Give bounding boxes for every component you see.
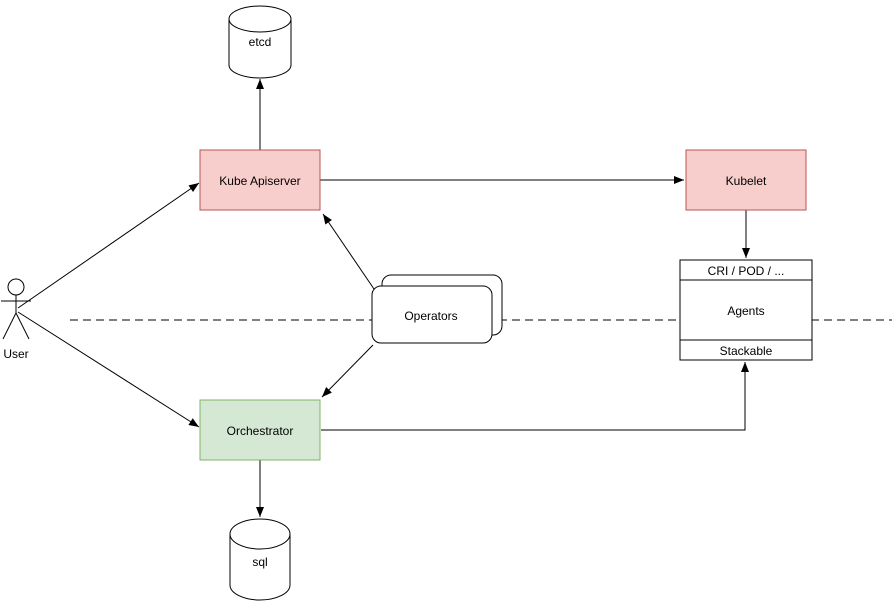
sql-label: sql [252,555,267,569]
sql-database: sql [229,518,291,601]
operators-box-front [371,285,493,344]
orchestrator-node: Orchestrator [199,399,321,461]
user-leg-right [15,312,30,340]
user-head [7,278,25,296]
etcd-database: etcd [228,5,292,79]
etcd-label: etcd [249,35,272,49]
agents-stack-node: CRI / POD / ... Agents Stackable [679,259,813,361]
sql-cylinder-lid [229,533,291,550]
etcd-cylinder-shape [228,5,292,79]
user-label: User [3,347,28,361]
connector-layer [17,79,750,517]
edge-user-to-kube-apiserver [17,182,200,309]
edge-user-to-orchestrator [17,311,200,428]
operators-label: Operators [404,309,457,323]
sql-cylinder-shape [229,518,291,601]
user-actor [1,278,31,340]
agents-stack-body-label: Agents [727,304,764,318]
kube-apiserver-box [199,149,321,211]
kubelet-box [685,149,807,211]
orchestrator-label: Orchestrator [227,424,294,438]
orchestrator-box [199,399,321,461]
agents-stack-header-label: CRI / POD / ... [708,264,785,278]
kubelet-label: Kubelet [726,174,767,188]
kube-apiserver-label: Kube Apiserver [219,174,300,188]
edge-operators-to-kube-apiserver [322,213,375,290]
operators-node: Operators [371,274,503,344]
etcd-cylinder-lid [228,18,292,33]
user-leg-left [2,312,17,340]
edge-orchestrator-to-agents-stack [321,362,749,431]
agents-stack-footer-label: Stackable [720,344,773,358]
kubelet-node: Kubelet [685,149,807,211]
edge-operators-to-orchestrator [321,344,374,398]
kube-apiserver-node: Kube Apiserver [199,149,321,211]
agents-stack-box [679,259,813,361]
